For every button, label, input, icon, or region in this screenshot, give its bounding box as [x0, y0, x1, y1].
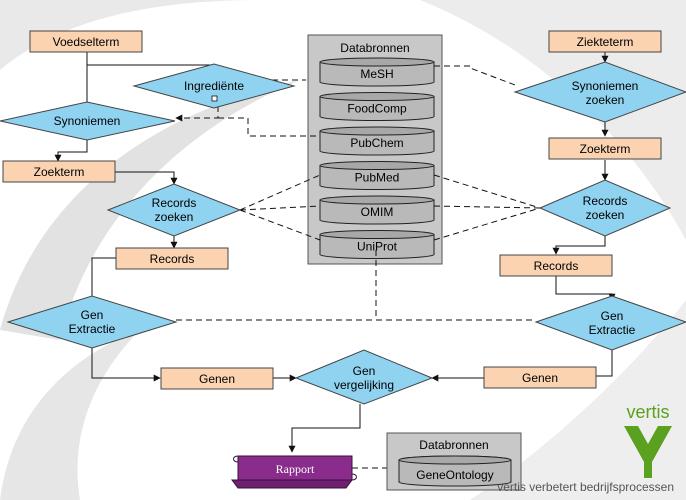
node-records-zoeken-right: Records zoeken	[538, 179, 672, 237]
node-genen-left: Genen	[160, 367, 274, 390]
cylinder-mesh: MeSH	[319, 57, 435, 87]
node-rapport: Rapport	[231, 455, 357, 489]
svg-text:Records: Records	[150, 252, 195, 266]
svg-text:Ziekteterm: Ziekteterm	[577, 35, 634, 49]
cylinder-label: MeSH	[360, 67, 393, 81]
node-genen-right: Genen	[483, 366, 597, 389]
node-records-right: Records	[499, 254, 613, 277]
node-synoniemen-zoeken-right: Synoniemen zoeken	[513, 61, 686, 123]
vertis-logo: vertis	[624, 402, 672, 478]
cylinder-label: UniProt	[357, 240, 398, 254]
cylinder-label: PubMed	[355, 171, 400, 185]
dashed-connections	[175, 65, 541, 469]
svg-text:Gen: Gen	[353, 364, 376, 378]
cylinder-omim: OMIM	[319, 195, 435, 225]
databronnen-title: Databronnen	[340, 41, 409, 55]
svg-text:vergelijking: vergelijking	[334, 378, 394, 392]
svg-text:Synoniemen: Synoniemen	[572, 79, 639, 93]
svg-text:Ingrediënte: Ingrediënte	[184, 79, 244, 93]
svg-text:zoeken: zoeken	[155, 210, 194, 224]
node-zoekterm-right: Zoekterm	[548, 137, 662, 160]
node-synoniemen-left: Synoniemen	[0, 101, 176, 141]
node-zoekterm-left: Zoekterm	[2, 160, 116, 183]
svg-text:Records: Records	[583, 194, 628, 208]
databronnen-bottom-panel: Databronnen GeneOntology	[386, 432, 522, 491]
svg-text:vertis: vertis	[626, 402, 669, 422]
svg-text:Voedselterm: Voedselterm	[53, 35, 120, 49]
node-records-left: Records	[115, 247, 229, 270]
svg-text:Rapport: Rapport	[276, 462, 315, 476]
node-records-zoeken-left: Records zoeken	[106, 183, 242, 237]
databronnen-bottom-title: Databronnen	[419, 438, 488, 452]
cylinder-uniprot: UniProt	[319, 230, 435, 259]
svg-text:Genen: Genen	[199, 372, 235, 386]
brand-slogan: vertis verbetert bedrijfsprocessen	[497, 480, 674, 494]
svg-text:Extractie: Extractie	[589, 323, 636, 337]
cylinder-foodcomp: FoodComp	[319, 92, 435, 121]
cylinder-label: PubChem	[350, 136, 403, 150]
node-gen-extractie-right: Gen Extractie	[534, 295, 686, 351]
cylinder-geneontology: GeneOntology	[398, 455, 512, 487]
node-ingrediente: Ingrediënte	[132, 63, 296, 109]
node-ziekteterm: Ziekteterm	[548, 30, 662, 53]
svg-text:GeneOntology: GeneOntology	[416, 468, 493, 482]
cylinder-label: FoodComp	[347, 102, 407, 116]
svg-text:Extractie: Extractie	[69, 322, 116, 336]
cylinder-label: OMIM	[361, 205, 394, 219]
svg-text:Zoekterm: Zoekterm	[580, 142, 631, 156]
svg-text:Records: Records	[534, 259, 579, 273]
svg-text:Zoekterm: Zoekterm	[34, 165, 85, 179]
svg-text:Gen: Gen	[601, 309, 624, 323]
svg-text:Synoniemen: Synoniemen	[54, 114, 121, 128]
node-gen-vergelijking: Gen vergelijking	[294, 349, 434, 405]
svg-text:zoeken: zoeken	[586, 208, 625, 222]
node-voedselterm: Voedselterm	[29, 30, 143, 53]
svg-text:Gen: Gen	[81, 308, 104, 322]
cylinder-pubmed: PubMed	[319, 161, 435, 190]
svg-text:Records: Records	[152, 196, 197, 210]
svg-text:Genen: Genen	[522, 371, 558, 385]
svg-text:zoeken: zoeken	[586, 93, 625, 107]
node-gen-extractie-left: Gen Extractie	[6, 295, 178, 349]
cylinder-pubchem: PubChem	[319, 126, 435, 156]
